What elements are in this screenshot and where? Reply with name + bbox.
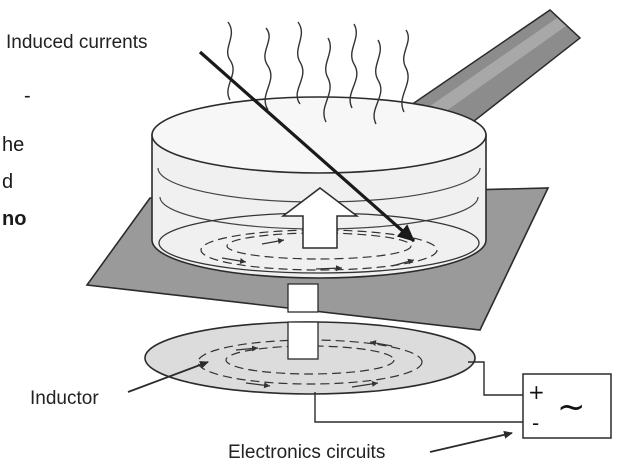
inductor-pointer [127, 361, 209, 393]
induced-currents-pointer [198, 50, 416, 243]
magnetic-field-arrow [280, 187, 360, 249]
ac-wave-icon: ~ [557, 387, 586, 427]
pan [151, 96, 487, 279]
plus-terminal: + [528, 380, 545, 404]
cropped-text-line-2: he [2, 134, 24, 156]
cropped-text-line-3: d [2, 171, 13, 193]
coil-wiring [314, 361, 523, 423]
field-arrow-lower-segment [287, 321, 319, 360]
heat-wisps [227, 21, 409, 125]
inductor-label: Inductor [30, 388, 99, 409]
field-arrow-middle-segment [287, 283, 319, 313]
cropped-text-line-1: - [24, 85, 31, 107]
cropped-side-text: - he d no [2, 85, 31, 230]
electronics-circuits-pointer [429, 430, 513, 453]
cropped-text-line-4: no [2, 208, 26, 230]
minus-terminal: - [532, 411, 539, 435]
induced-currents-label: Induced currents [6, 32, 148, 53]
ac-source-box: + - ~ [522, 373, 612, 439]
electronics-circuits-label: Electronics circuits [228, 442, 385, 463]
